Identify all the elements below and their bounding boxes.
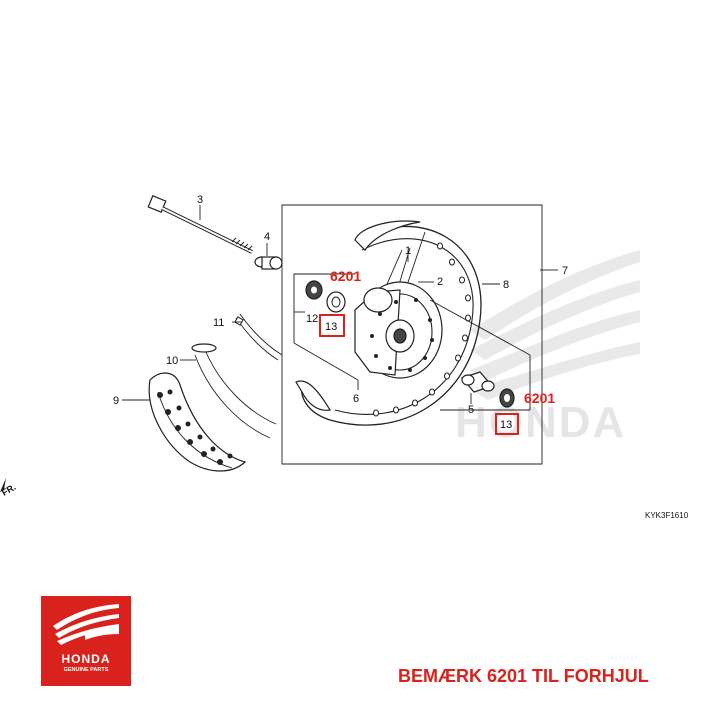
callout-6: 6 [353,393,359,405]
rim-band [234,313,283,361]
left-dust-seal [305,280,323,300]
callout-2: 2 [437,276,443,288]
right-bearing-label: 13 [500,419,512,431]
left-bearing [326,291,346,313]
honda-wing-icon [53,604,119,645]
callout-1: 1 [405,245,411,257]
front-marker-label: FR. [0,482,18,498]
diagram-code: KYK3F1610 [645,511,689,520]
rim [295,220,482,426]
callout-9: 9 [113,395,119,407]
logo-brand-text: HONDA [61,652,111,666]
callout-10: 10 [166,355,178,367]
callout-3: 3 [197,194,203,206]
callout-8: 8 [503,279,509,291]
watermark-text: HONDA [455,398,626,447]
side-collar [254,256,283,270]
tire [148,372,247,472]
callout-7: 7 [562,265,568,277]
logo-subtitle: GENUINE PARTS [63,667,109,673]
callout-11: 11 [213,317,224,329]
honda-genuine-parts-logo: HONDA GENUINE PARTS [41,596,131,686]
inner-tube [191,343,277,439]
axle-bolt [147,195,253,254]
left-bearing-part-number: 6201 [330,268,361,284]
callout-12: 12 [306,313,318,325]
front-wheel-note: BEMÆRK 6201 TIL FORHJUL [398,666,649,686]
right-bearing [499,388,515,408]
left-bearing-highlight[interactable] [319,314,345,337]
wheel-hub [354,281,443,379]
right-bearing-highlight[interactable] [495,413,519,435]
front-direction-marker: FR. [0,478,18,498]
distance-collar [460,371,495,393]
left-bearing-label: 13 [325,321,337,333]
honda-watermark: HONDA [455,250,640,447]
right-bearing-part-number: 6201 [524,390,555,406]
callout-4: 4 [264,231,270,243]
